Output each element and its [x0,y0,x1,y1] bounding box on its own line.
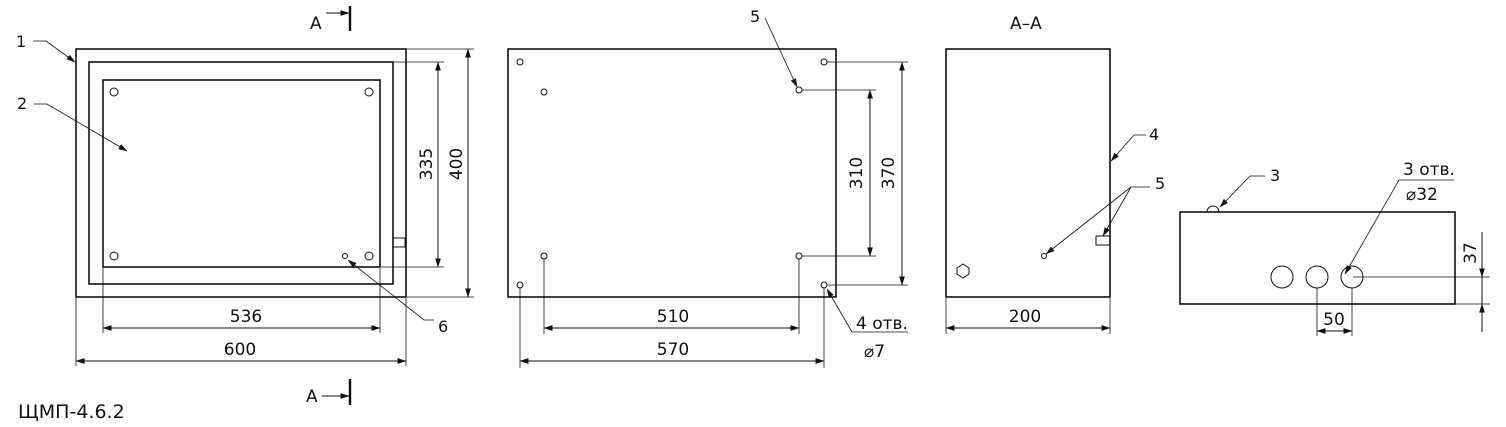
mounting-panel [102,79,381,268]
mounting-hole [516,58,524,66]
section-mark-bottom: А [306,387,318,407]
callout-5-side: 5 [1155,174,1165,193]
holes-note-back-line2: ⌀7 [864,342,885,362]
dim-height: 400 [447,148,467,180]
grounding-bolt [1041,253,1047,259]
bottom-outline [1179,211,1456,305]
back-outline [507,48,837,298]
panel-hole [109,87,119,97]
dim-width: 600 [224,340,256,360]
dim-hole-offset: 37 [1461,242,1481,264]
door-outline [88,61,394,285]
section-title: А–А [1010,14,1042,34]
section-bracket [1095,235,1111,246]
enclosure-outline [75,48,407,298]
bottom-view: 50 37 3 3 отв. ⌀32 [1179,160,1490,336]
callout-2: 2 [17,94,27,113]
holes-note-bottom-line1: 3 отв. [1403,160,1455,180]
holes-note-bottom-line2: ⌀32 [1406,185,1438,205]
model-label: ЩМП-4.6.2 [18,401,125,423]
dim-inner-height: 335 [417,148,437,180]
bottom-edge-bump [1206,205,1220,213]
mounting-hole [820,58,828,66]
dim-depth: 200 [1009,307,1041,327]
panel-hole [364,251,374,261]
dim-hole-span-outer: 570 [657,340,689,360]
panel-stud [795,252,803,260]
lock-hex-icon [956,263,970,279]
section-mark-top: А [310,14,322,34]
dim-inner-width: 536 [230,307,262,327]
panel-stud [540,88,548,96]
grounding-bolt [342,253,348,259]
dim-hole-height-outer: 370 [879,157,899,189]
front-view: 536 600 335 400 1 2 6 А А [16,6,474,407]
holes-note-back-line1: 4 отв. [856,314,908,334]
callout-4: 4 [1149,125,1159,144]
cable-entry-hole [1305,265,1329,289]
callout-1: 1 [16,32,26,51]
callout-3: 3 [1270,166,1280,185]
mounting-hole [820,281,828,289]
panel-hole [364,87,374,97]
section-view: А–А 200 4 5 [945,14,1165,334]
callout-6: 6 [438,317,448,336]
panel-stud [795,86,803,94]
dim-hole-pitch: 50 [1323,310,1345,330]
back-view: 510 570 310 370 5 4 отв. ⌀7 [507,7,908,368]
cable-entry-hole [1270,265,1294,289]
panel-stud [540,252,548,260]
section-outline [945,48,1111,298]
callout-5-back: 5 [750,7,760,26]
mounting-hole [516,281,524,289]
panel-hole [109,251,119,261]
door-lock [392,237,406,248]
dim-hole-span-inner: 510 [657,307,689,327]
dim-hole-height-inner: 310 [847,157,867,189]
